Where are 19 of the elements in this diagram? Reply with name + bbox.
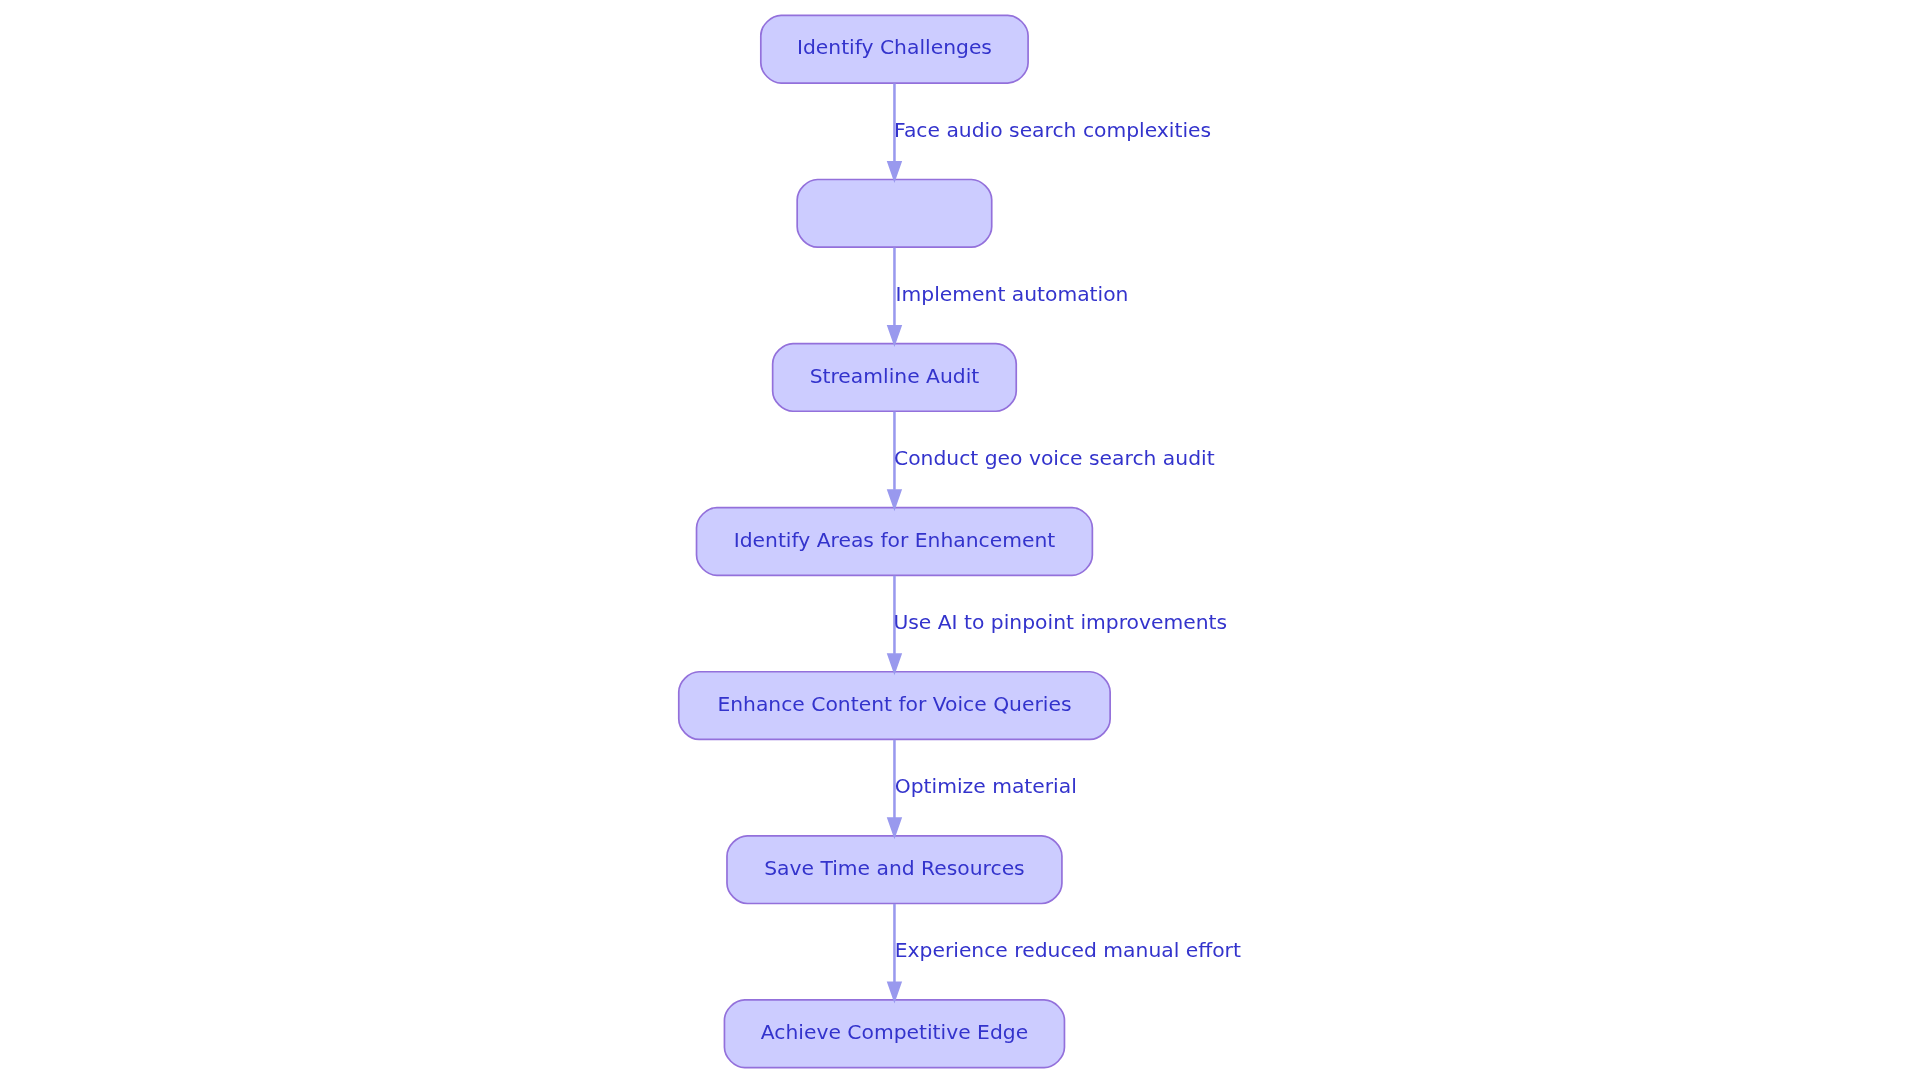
node-box: Save Time and Resources bbox=[726, 835, 1063, 905]
arrow bbox=[886, 575, 903, 676]
node-box bbox=[796, 178, 993, 248]
arrow bbox=[886, 739, 903, 840]
node-box: Enhance Content for Voice Queries bbox=[677, 670, 1111, 741]
arrow bbox=[886, 903, 903, 1004]
edge-label: Implement automation bbox=[895, 281, 1129, 306]
arrow bbox=[886, 83, 903, 183]
node-box: Streamline Audit bbox=[771, 342, 1018, 413]
node-box: Achieve Competitive Edge bbox=[723, 999, 1066, 1069]
node-box: Identify Challenges bbox=[759, 14, 1029, 84]
edge-label: Face audio search complexities bbox=[894, 117, 1212, 142]
node-box: Identify Areas for Enhancement bbox=[695, 506, 1094, 577]
edge-label: Optimize material bbox=[894, 773, 1077, 798]
arrow bbox=[886, 411, 903, 512]
edge-label: Experience reduced manual effort bbox=[894, 937, 1241, 962]
arrow bbox=[886, 247, 903, 348]
edge-label: Use AI to pinpoint improvements bbox=[893, 609, 1228, 634]
edge-label: Conduct geo voice search audit bbox=[894, 445, 1215, 470]
